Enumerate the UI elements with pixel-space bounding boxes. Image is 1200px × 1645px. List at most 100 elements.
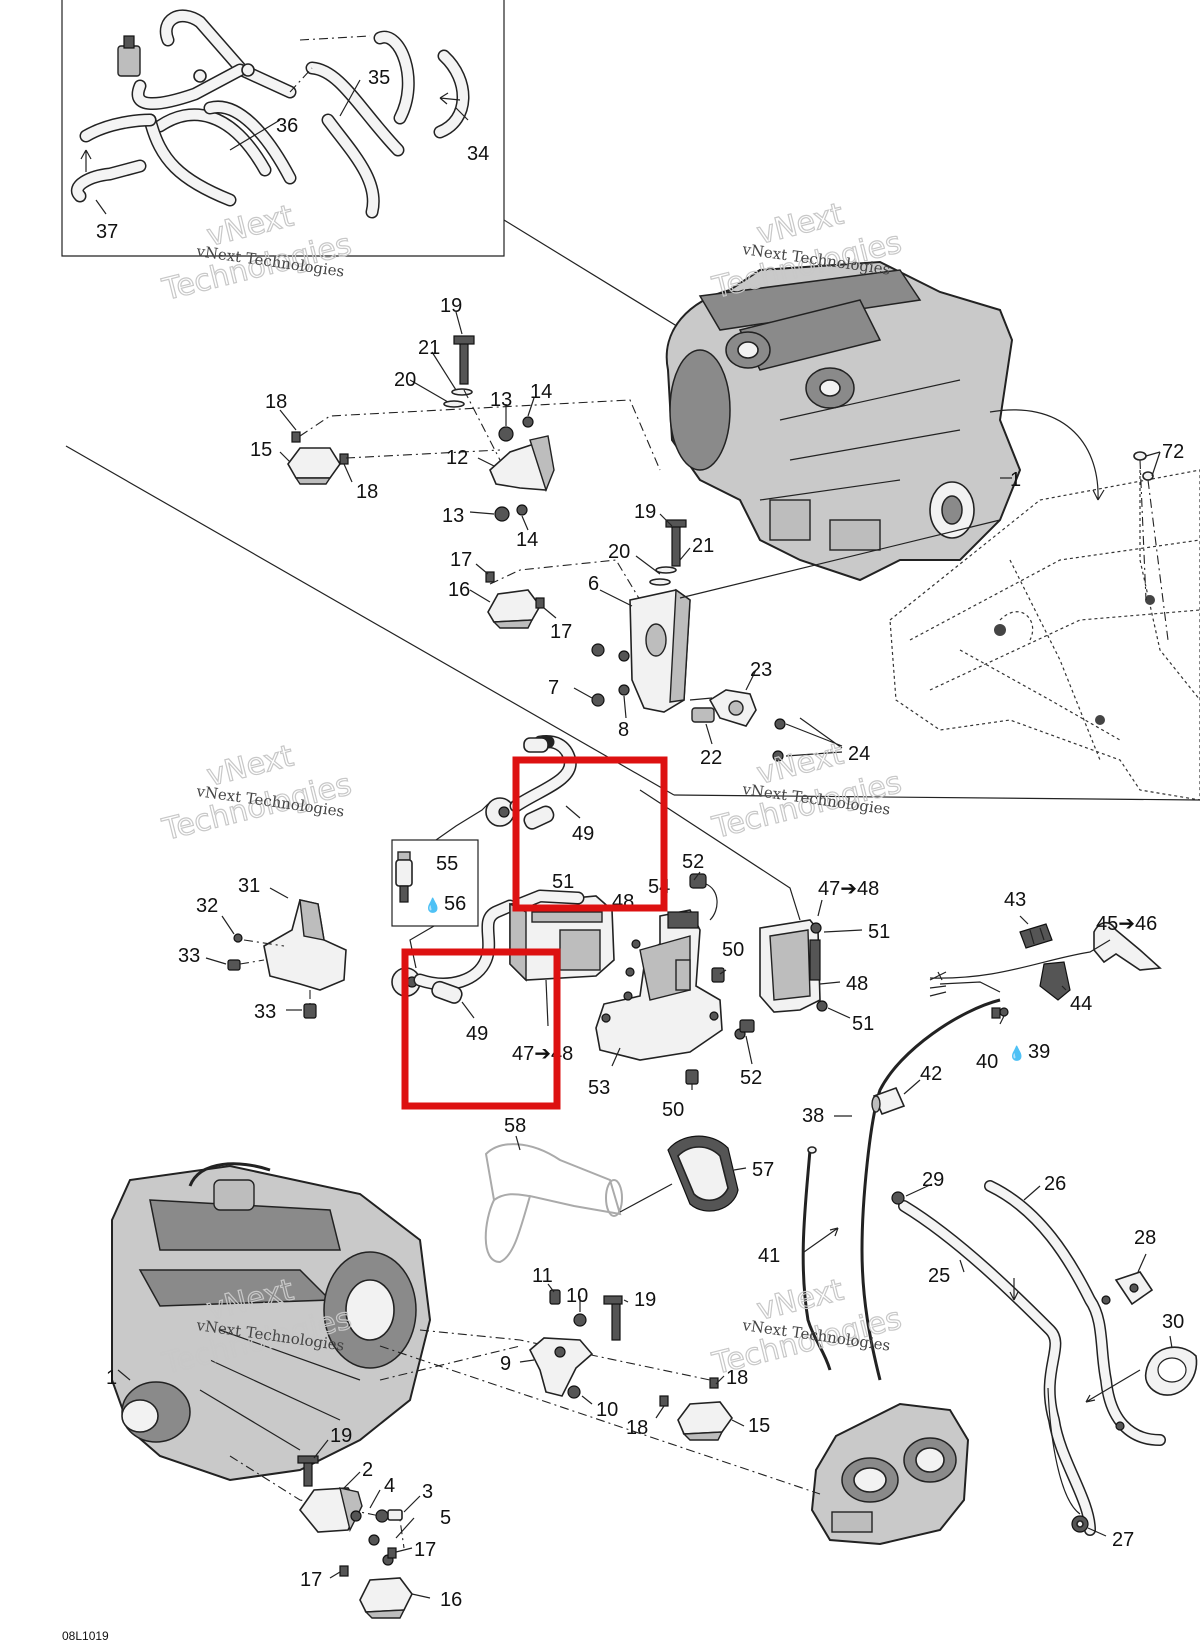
callout-25: 25 [928, 1265, 950, 1287]
callout-35: 35 [368, 67, 390, 89]
callout-5: 5 [440, 1507, 451, 1529]
engine-assembly-top [665, 260, 1022, 582]
callout-19-a: 19 [440, 295, 462, 317]
callout-7: 7 [548, 677, 559, 699]
callout-29: 29 [922, 1169, 944, 1191]
callout-47-48-b: 47➔48 [818, 878, 879, 900]
callout-20-b: 20 [608, 541, 630, 563]
callout-32: 32 [196, 895, 218, 917]
connector-43 [1019, 923, 1053, 949]
gasket-30 [1144, 1346, 1198, 1396]
ignition-coil-48 [509, 889, 615, 982]
callout-19-c: 19 [634, 1289, 656, 1311]
callout-16-a: 16 [448, 579, 470, 601]
callout-8: 8 [618, 719, 629, 741]
handle-45-46 [1039, 921, 1162, 1001]
callout-53: 53 [588, 1077, 610, 1099]
callout-18-d: 18 [626, 1417, 648, 1439]
inset-detail-box: 35 36 34 37 [61, 0, 681, 329]
engine-bracket-9 [529, 1289, 623, 1399]
callout-1-bottom: 1 [106, 1367, 117, 1389]
callout-40: 40 [976, 1051, 998, 1073]
callout-34: 34 [467, 143, 489, 165]
callout-48-b: 48 [846, 973, 868, 995]
callout-23: 23 [750, 659, 772, 681]
clamp-28 [1114, 1271, 1154, 1306]
chassis-frame [889, 469, 1200, 801]
callout-55: 55 [436, 853, 458, 875]
callout-47-48-a: 47➔48 [512, 1043, 573, 1065]
vent-hose-36 [143, 100, 297, 207]
callout-30: 30 [1162, 1311, 1184, 1333]
callout-56: 56 [444, 893, 466, 915]
callout-36: 36 [276, 115, 298, 137]
callout-26: 26 [1044, 1173, 1066, 1195]
engine-mount-16-lower [339, 1547, 413, 1619]
callout-19-d: 19 [330, 1425, 352, 1447]
engine-mount-15-lower [659, 1377, 733, 1441]
callout-33-a: 33 [178, 945, 200, 967]
vent-hose-35 [305, 30, 415, 219]
callout-57: 57 [752, 1159, 774, 1181]
callout-58: 58 [504, 1115, 526, 1137]
engine-bracket-12 [443, 335, 555, 522]
callout-49-b: 49 [466, 1023, 488, 1045]
bracket-31 [227, 899, 347, 1019]
callout-18-a: 18 [265, 391, 287, 413]
watermark-3: vNext Technologies vNext Technologies [158, 738, 356, 849]
callout-4: 4 [384, 1475, 395, 1497]
cable-end-42 [871, 1086, 906, 1116]
clip-27 [1071, 1515, 1089, 1533]
callout-51-a: 51 [552, 871, 574, 893]
vent-hose-37 [71, 159, 147, 203]
spark-plug-box: 55 💧 56 [391, 839, 479, 927]
callout-13-a: 13 [490, 389, 512, 411]
callout-10-b: 10 [596, 1399, 618, 1421]
engine-bracket-2 [297, 1455, 403, 1566]
hose-41 [801, 1146, 832, 1371]
callout-44: 44 [1070, 993, 1092, 1015]
callout-33-b: 33 [254, 1001, 276, 1023]
callout-39: 39 [1028, 1041, 1050, 1063]
callout-39-glyph: 💧 [1008, 1045, 1025, 1062]
drawing-code: 08L1019 [62, 1629, 109, 1643]
callout-28: 28 [1134, 1227, 1156, 1249]
callout-17-b: 17 [550, 621, 572, 643]
callout-20-a: 20 [394, 369, 416, 391]
callout-11: 11 [532, 1265, 553, 1287]
callout-22: 22 [700, 747, 722, 769]
callout-17-a: 17 [450, 549, 472, 571]
callout-21-a: 21 [418, 337, 440, 359]
callout-50-b: 50 [662, 1099, 684, 1121]
callout-27: 27 [1112, 1529, 1134, 1551]
engine-mount-16-upper [485, 571, 545, 629]
air-duct-58 [484, 1143, 623, 1264]
callout-49-a: 49 [572, 823, 594, 845]
callout-17-d: 17 [300, 1569, 322, 1591]
callout-37: 37 [96, 221, 118, 243]
callout-12: 12 [446, 447, 468, 469]
callout-6: 6 [588, 573, 599, 595]
fuel-line-25 [891, 1191, 1096, 1536]
callout-21-b: 21 [692, 535, 714, 557]
grommet-72 [1133, 451, 1169, 641]
engine-assembly-bottom [111, 1162, 432, 1482]
callout-16-b: 16 [440, 1589, 462, 1611]
callout-15-b: 15 [748, 1415, 770, 1437]
watermark-4: vNext Technologies vNext Technologies [708, 736, 906, 847]
callout-51-c: 51 [852, 1013, 874, 1035]
callout-14-a: 14 [530, 381, 552, 403]
callout-14-b: 14 [516, 529, 538, 551]
callout-43: 43 [1004, 889, 1026, 911]
callout-50-a: 50 [722, 939, 744, 961]
callout-52-a: 52 [682, 851, 704, 873]
callout-38: 38 [802, 1105, 824, 1127]
callout-24: 24 [848, 743, 870, 765]
callout-13-b: 13 [442, 505, 464, 527]
callout-41: 41 [758, 1245, 780, 1267]
highlight-box-lower [401, 948, 561, 1110]
ecu-module-48 [759, 919, 828, 1013]
callout-31: 31 [238, 875, 260, 897]
fuel-line-26 [984, 1180, 1166, 1446]
callout-56-glyph: 💧 [424, 897, 441, 914]
